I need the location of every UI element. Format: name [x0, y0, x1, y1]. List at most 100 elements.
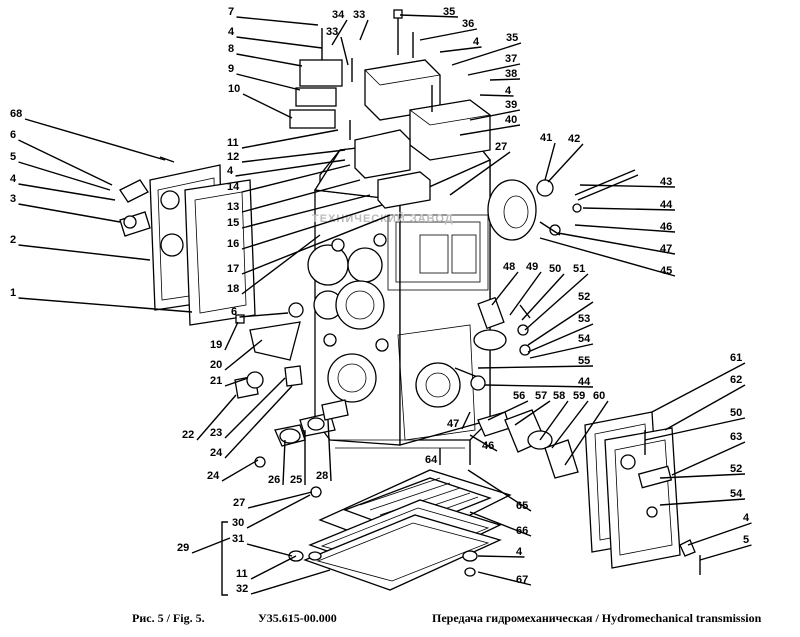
callout-label-14: 14 [227, 181, 240, 193]
callout-label-4a: 4 [228, 26, 235, 38]
leader-line-57 [514, 400, 551, 426]
callout-label-2: 2 [10, 234, 16, 246]
leader-line-24a [224, 385, 293, 459]
callout-label-24b: 24 [207, 470, 220, 482]
callout-label-47b: 47 [447, 418, 459, 430]
callout-label-4b: 4 [473, 36, 480, 48]
callout-label-1: 1 [10, 287, 16, 299]
callout-label-32: 32 [236, 583, 248, 595]
callout-label-7: 7 [228, 6, 234, 18]
callout-label-27a: 27 [495, 141, 507, 153]
leader-line-4e [235, 159, 346, 177]
leader-line-4a [236, 36, 323, 49]
callout-label-55: 55 [578, 355, 590, 367]
callout-label-50a: 50 [549, 263, 561, 275]
leader-line-10 [242, 93, 293, 119]
callout-label-8: 8 [228, 43, 234, 55]
leader-line-5b [699, 544, 752, 561]
right-cover-assembly [584, 411, 701, 575]
callout-label-37: 37 [505, 53, 517, 65]
leader-line-45 [539, 237, 676, 277]
leader-line-4f [687, 522, 752, 546]
leader-line-33b [340, 36, 349, 66]
callout-label-41: 41 [540, 132, 552, 144]
leader-line-50a [521, 273, 565, 321]
leader-line-60 [564, 400, 609, 466]
leader-line-2 [18, 244, 151, 261]
leader-line-68 [24, 118, 166, 161]
callout-label-48: 48 [503, 261, 515, 273]
callout-label-59: 59 [573, 390, 585, 402]
leader-line-35b [451, 42, 522, 66]
callout-label-68: 68 [10, 108, 22, 120]
drawing-code: У35.615-00.000 [258, 611, 337, 625]
figure-title: Передача гидромеханическая / Hydromechan… [432, 611, 762, 625]
figure-number: Рис. 5 / Fig. 5. [132, 611, 205, 625]
leader-line-62 [664, 384, 746, 431]
callout-label-12: 12 [227, 151, 239, 163]
callout-label-31: 31 [232, 533, 244, 545]
leader-line-32 [250, 569, 331, 595]
callout-label-56: 56 [513, 390, 525, 402]
callout-label-40: 40 [505, 114, 517, 126]
group-bracket-29 [221, 521, 228, 596]
shaft-parts [536, 169, 639, 236]
leader-line-6a [18, 139, 113, 186]
leader-line-4b [439, 46, 482, 53]
leader-line-47b [461, 411, 471, 430]
top-valve-assembly [289, 9, 491, 209]
callout-label-17: 17 [227, 263, 239, 275]
leader-line-67 [477, 571, 532, 586]
leader-line-15 [241, 194, 371, 229]
leader-line-27a [449, 151, 511, 196]
leader-line-30 [246, 494, 311, 529]
leader-line-21 [224, 377, 249, 387]
callout-label-66: 66 [516, 525, 528, 537]
leader-line-20 [224, 339, 263, 371]
callout-label-23: 23 [210, 427, 222, 439]
callout-label-54a: 54 [578, 333, 591, 345]
leader-line-63 [671, 441, 746, 476]
callout-label-4f: 4 [743, 512, 750, 524]
callout-label-44a: 44 [660, 199, 673, 211]
callout-label-6b: 6 [231, 306, 237, 318]
leader-line-50b [644, 417, 746, 441]
callout-label-57: 57 [535, 390, 547, 402]
callout-label-22: 22 [182, 429, 194, 441]
callout-label-47a: 47 [660, 243, 672, 255]
leader-line-33a [359, 19, 369, 41]
callout-label-24a: 24 [210, 447, 223, 459]
leader-line-7 [236, 16, 319, 26]
leader-line-59 [551, 400, 589, 449]
callout-label-60: 60 [593, 390, 605, 402]
leader-line-34 [331, 19, 348, 46]
leader-line-18 [241, 234, 321, 295]
callout-label-38: 38 [505, 68, 517, 80]
leader-line-56 [487, 400, 529, 421]
callout-label-64: 64 [425, 454, 438, 466]
callout-label-63: 63 [730, 431, 742, 443]
callout-label-44b: 44 [578, 376, 591, 388]
callout-label-54b: 54 [730, 488, 743, 500]
leader-line-47a [557, 232, 676, 255]
leader-line-54b [659, 498, 746, 506]
callout-label-67: 67 [516, 574, 528, 586]
callout-label-21: 21 [210, 375, 222, 387]
leader-line-13 [241, 179, 361, 213]
callout-label-4e: 4 [227, 165, 234, 177]
leader-line-55 [477, 365, 594, 369]
leader-line-58 [539, 400, 569, 441]
leader-line-42 [547, 143, 584, 183]
callout-label-13: 13 [227, 201, 239, 213]
leader-line-11b [250, 555, 297, 580]
callout-label-33b: 33 [326, 26, 338, 38]
callout-label-28: 28 [316, 470, 328, 482]
leader-line-53 [527, 323, 594, 353]
callout-label-45: 45 [660, 265, 672, 277]
callout-label-52b: 52 [730, 463, 742, 475]
leader-line-3 [18, 203, 121, 223]
callout-label-58: 58 [553, 390, 565, 402]
leader-line-46b [469, 434, 498, 452]
